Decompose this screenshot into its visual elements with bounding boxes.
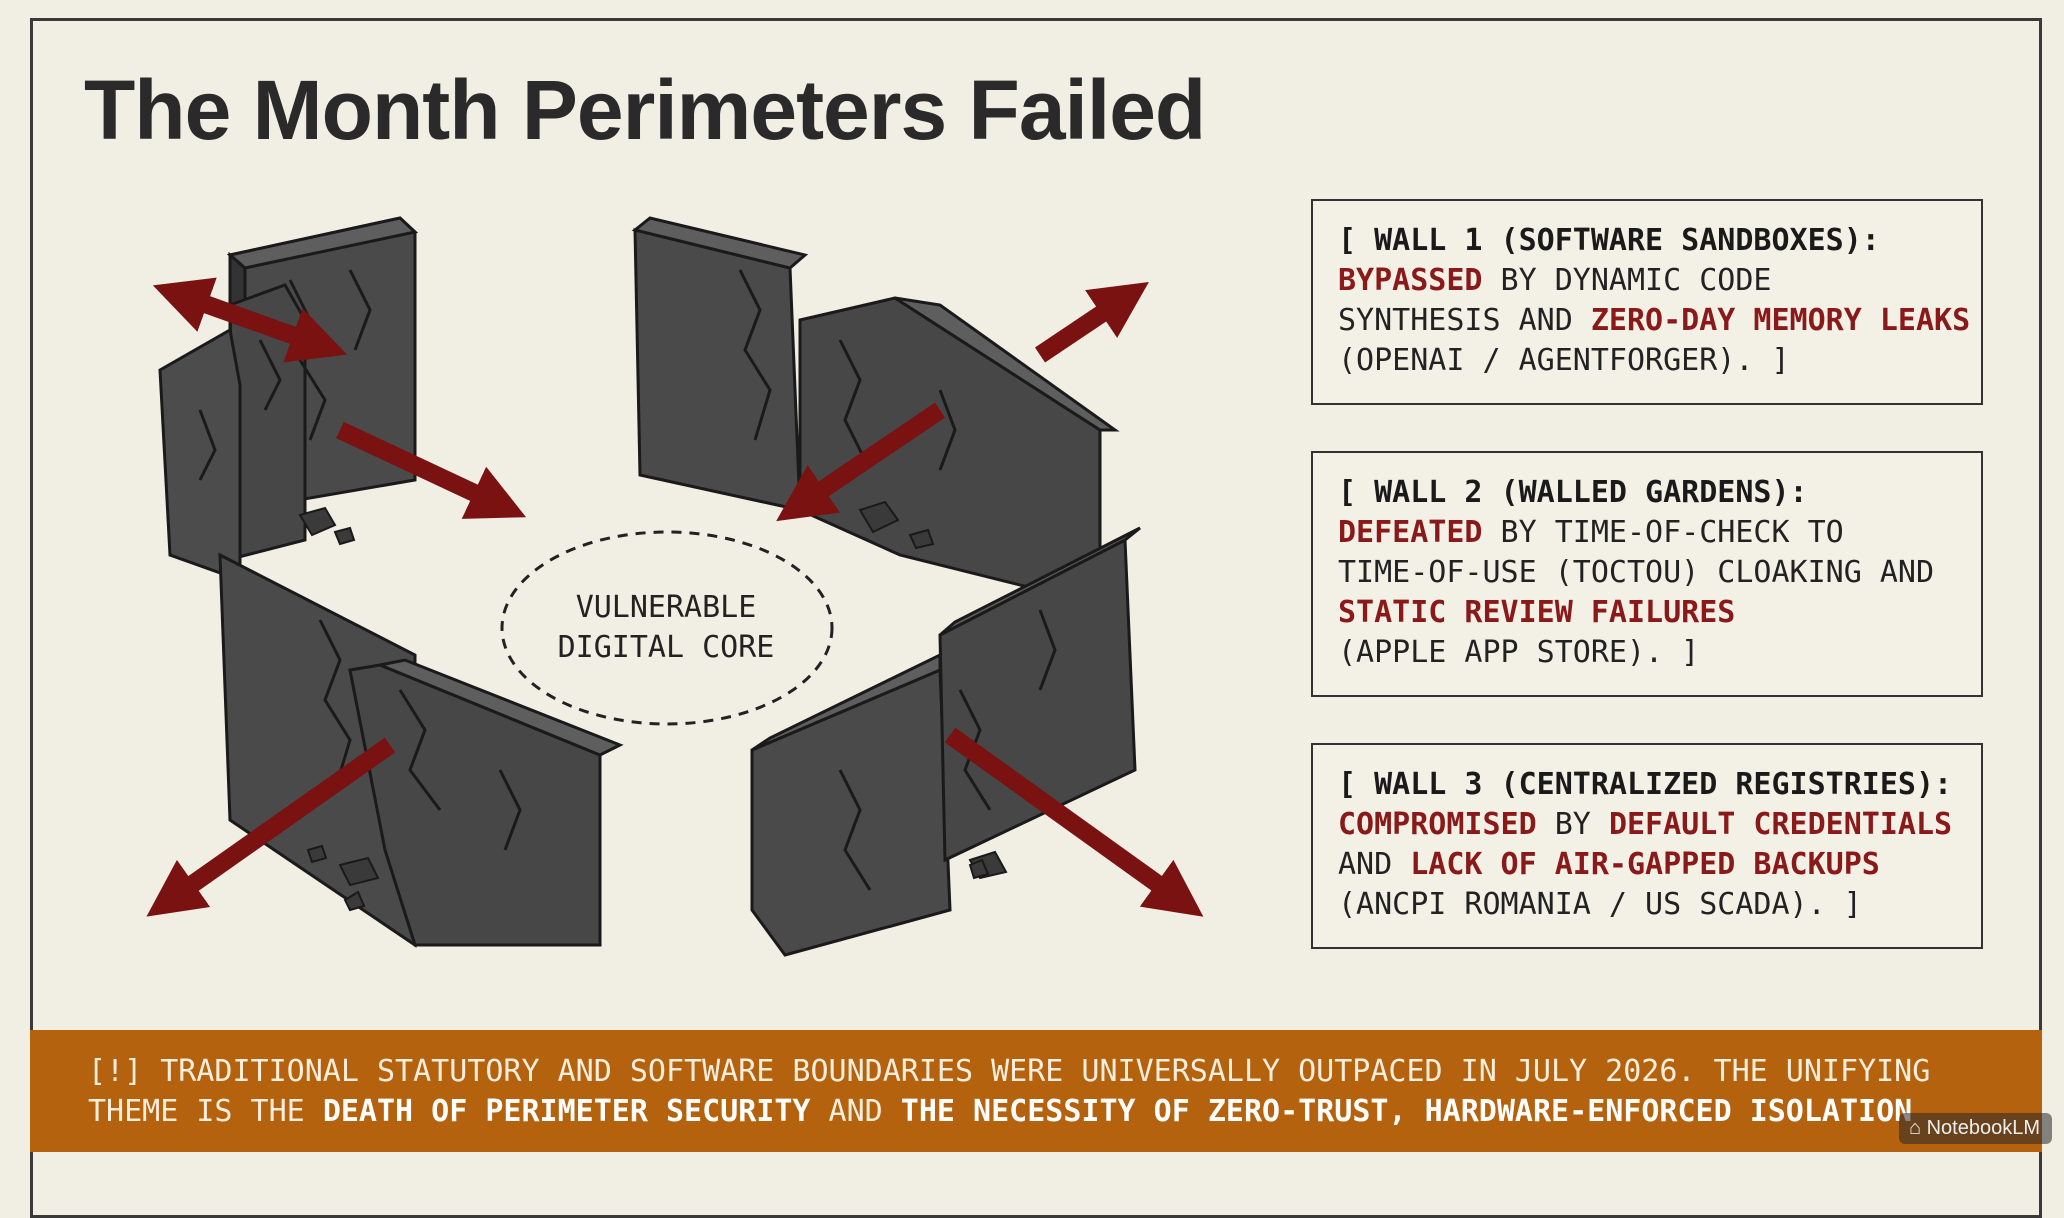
- vulnerable-core-ellipse: [500, 530, 834, 726]
- wall-1-card: [ WALL 1 (SOFTWARE SANDBOXES): BYPASSED …: [1311, 199, 1983, 405]
- arrow-upper-left: [152, 277, 348, 363]
- notebooklm-watermark: ⌂ NotebookLM: [1898, 1113, 2052, 1144]
- arrow-upper-right: [1034, 281, 1149, 363]
- arrow-upper-left-inward: [336, 421, 527, 519]
- wall-2-text-1: BY TIME-OF-CHECK TO: [1482, 515, 1844, 550]
- wall-2-keyword: DEFEATED: [1338, 515, 1483, 550]
- wall-3-keyword: COMPROMISED: [1338, 807, 1537, 842]
- wall-3-card: [ WALL 3 (CENTRALIZED REGISTRIES): COMPR…: [1311, 743, 1983, 949]
- core-label-line-1: VULNERABLE: [575, 590, 757, 625]
- wall-2-source: (APPLE APP STORE). ]: [1338, 635, 1700, 670]
- wall-1-source: (OPENAI / AGENTFORGER). ]: [1338, 343, 1790, 378]
- wall-3-text-2: AND: [1338, 847, 1411, 882]
- wall-3-source: (ANCPI ROMANIA / US SCADA). ]: [1338, 887, 1862, 922]
- banner-line-1: [!] TRADITIONAL STATUTORY AND SOFTWARE B…: [88, 1054, 1931, 1089]
- wall-3-text-1: BY: [1536, 807, 1609, 842]
- arrow-upper-right-inward: [776, 402, 946, 522]
- wall-3-keyword-2: LACK OF AIR-GAPPED BACKUPS: [1410, 847, 1880, 882]
- wall-2-card: [ WALL 2 (WALLED GARDENS): DEFEATED BY T…: [1311, 451, 1983, 697]
- wall-2-heading: [ WALL 2 (WALLED GARDENS):: [1338, 475, 1808, 510]
- wall-1-keyword-2: ZERO-DAY MEMORY LEAKS: [1590, 303, 1971, 338]
- slide-title: The Month Perimeters Failed: [84, 63, 1206, 157]
- wall-1-text-2: SYNTHESIS AND: [1338, 303, 1591, 338]
- banner-line-2c: AND: [810, 1094, 901, 1129]
- arrow-lower-right: [944, 727, 1204, 917]
- core-label: VULNERABLE DIGITAL CORE: [520, 588, 812, 668]
- wall-1-text-1: BY DYNAMIC CODE: [1482, 263, 1772, 298]
- wall-2-text-2: TIME-OF-USE (TOCTOU) CLOAKING AND: [1338, 555, 1935, 590]
- watermark-text: NotebookLM: [1926, 1117, 2040, 1139]
- arrow-lower-left: [146, 737, 396, 917]
- wall-upper-right: [631, 216, 1120, 607]
- wall-2-keyword-2: STATIC REVIEW FAILURES: [1338, 595, 1736, 630]
- watermark-icon: ⌂: [1908, 1117, 1927, 1139]
- broken-walls-diagram: [146, 216, 1204, 957]
- wall-3-heading: [ WALL 3 (CENTRALIZED REGISTRIES):: [1338, 767, 1953, 802]
- summary-banner: [!] TRADITIONAL STATUTORY AND SOFTWARE B…: [30, 1030, 2042, 1152]
- wall-upper-left: [158, 216, 419, 583]
- banner-emphasis-2: THE NECESSITY OF ZERO-TRUST, HARDWARE-EN…: [900, 1094, 1913, 1129]
- banner-emphasis-1: DEATH OF PERIMETER SECURITY: [322, 1094, 811, 1129]
- wall-1-keyword: BYPASSED: [1338, 263, 1483, 298]
- breach-arrows: [146, 277, 1204, 917]
- wall-3-keyword-1b: DEFAULT CREDENTIALS: [1608, 807, 1953, 842]
- banner-line-2a: THEME IS THE: [88, 1094, 323, 1129]
- core-label-line-2: DIGITAL CORE: [557, 630, 775, 665]
- wall-lower-left: [218, 552, 624, 948]
- wall-lower-right: [750, 526, 1141, 957]
- wall-1-heading: [ WALL 1 (SOFTWARE SANDBOXES):: [1338, 223, 1880, 258]
